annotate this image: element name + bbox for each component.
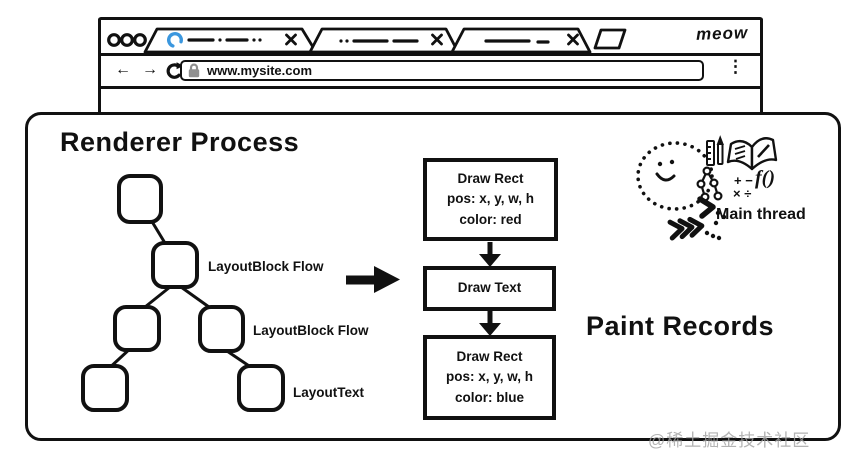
chevron-icon	[697, 196, 716, 219]
paint-record-box: Draw Text	[423, 266, 556, 311]
main-thread-label: Main thread	[716, 206, 806, 223]
layout-node-label: LayoutBlock Flow	[253, 323, 369, 338]
window-control-dot	[133, 33, 147, 47]
layout-node-label: LayoutText	[293, 385, 365, 400]
panel-title: Renderer Process	[60, 127, 300, 157]
main-thread-doodle: + − × ÷ f()	[636, 135, 778, 241]
paint-record-line: Draw Text	[457, 280, 522, 296]
down-arrow-icon	[479, 242, 501, 267]
layout-to-paint-arrow-icon	[346, 266, 400, 293]
paint-record-box: Draw Rect pos: x, y, w, h color: red	[423, 158, 558, 241]
paint-record-line: color: blue	[454, 389, 524, 405]
browser-toolbar: ← → www.mysite.com ⋮	[101, 56, 760, 89]
window-control-dot	[107, 33, 121, 47]
paint-record-line: color: red	[459, 211, 522, 227]
layout-tree-node	[113, 305, 161, 352]
triple-chevron-icon	[667, 216, 705, 241]
svg-text:+ −: + −	[734, 173, 753, 188]
url-text: www.mysite.com	[207, 63, 312, 78]
refresh-icon	[166, 62, 183, 79]
layout-tree-node	[117, 174, 163, 224]
tabstrip-art	[107, 27, 627, 53]
window-control-dot	[120, 33, 134, 47]
tab-close-icon[interactable]	[567, 33, 579, 46]
watermark: @稀土掘金技术社区	[648, 431, 811, 450]
layout-tree-node	[237, 364, 285, 412]
function-icon: f()	[755, 167, 775, 189]
math-symbols-icon: + − × ÷	[733, 173, 753, 201]
paint-record-box: Draw Rect pos: x, y, w, h color: blue	[423, 335, 556, 420]
tab-close-icon[interactable]	[285, 33, 297, 46]
book-icon	[726, 137, 778, 171]
renderer-process-panel: Renderer Process LayoutBlock Flow Layout…	[25, 112, 841, 441]
browser-window: meow ← → www.mysite.com ⋮	[98, 17, 763, 117]
dotted-trail	[704, 210, 727, 241]
layout-tree-node	[81, 364, 129, 412]
browser-menu-button[interactable]: ⋮	[727, 57, 744, 76]
new-tab-button[interactable]	[593, 28, 627, 50]
tab-close-icon[interactable]	[431, 33, 443, 46]
paint-record-line: Draw Rect	[456, 349, 523, 365]
paint-record-line: pos: x, y, w, h	[446, 191, 534, 207]
paint-records-heading: Paint Records	[586, 311, 775, 341]
refresh-button[interactable]	[165, 61, 183, 86]
dom-tree-icon	[696, 166, 723, 202]
down-arrow-icon	[479, 311, 501, 336]
forward-button[interactable]: →	[142, 61, 158, 78]
tab-3-title-scribble	[484, 39, 550, 44]
svg-text:× ÷: × ÷	[733, 186, 751, 201]
ruler-pencil-icon	[706, 135, 724, 166]
tab-strip: meow	[101, 20, 760, 56]
main-thread-loop	[636, 141, 714, 211]
layout-tree-node	[198, 305, 245, 353]
paint-record-line: pos: x, y, w, h	[445, 369, 533, 385]
paint-record-line: Draw Rect	[457, 171, 524, 187]
back-button[interactable]: ←	[115, 61, 131, 78]
lock-icon	[187, 63, 201, 78]
url-bar[interactable]: www.mysite.com	[180, 60, 704, 81]
smiley-face-icon	[655, 159, 676, 182]
browser-logo-text: meow	[695, 23, 749, 44]
layout-node-label: LayoutBlock Flow	[208, 259, 324, 274]
window-controls[interactable]	[107, 33, 147, 47]
layout-tree-node	[151, 241, 199, 289]
loading-spinner-icon	[167, 31, 184, 48]
